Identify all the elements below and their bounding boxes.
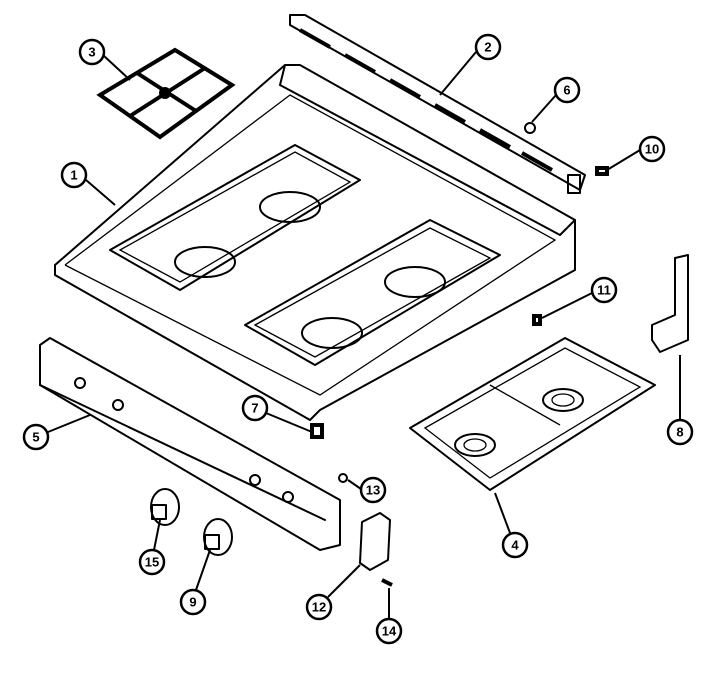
callout-text: 11 <box>597 283 611 298</box>
part-6-fastener <box>524 122 536 134</box>
callout-text: 4 <box>511 538 519 553</box>
callout-text: 6 <box>563 83 570 98</box>
part-7-valve <box>310 423 324 439</box>
callout-1: 1 <box>60 161 88 189</box>
part-manifold-panel <box>39 337 341 551</box>
callout-text: 9 <box>189 595 196 610</box>
callout-11: 11 <box>590 276 618 304</box>
callout-15: 15 <box>138 548 166 576</box>
callout-13: 13 <box>359 476 387 504</box>
part-knob-15 <box>150 488 180 526</box>
part-14-screw <box>381 578 393 587</box>
part-side-trim <box>651 254 689 353</box>
callout-text: 15 <box>145 555 159 570</box>
part-11-screw <box>532 314 542 326</box>
part-knob-9 <box>203 518 233 556</box>
callout-12: 12 <box>305 593 333 621</box>
callout-2: 2 <box>474 33 502 61</box>
callout-4: 4 <box>501 531 529 559</box>
callout-text: 8 <box>676 425 683 440</box>
callout-6: 6 <box>553 76 581 104</box>
callout-14: 14 <box>375 617 403 645</box>
callout-text: 13 <box>366 483 380 498</box>
callout-text: 5 <box>32 430 39 445</box>
callout-text: 3 <box>88 45 95 60</box>
leader-lines <box>47 51 681 619</box>
callout-3: 3 <box>78 38 106 66</box>
part-burner-grate <box>96 47 236 140</box>
part-burner-pan <box>409 337 656 491</box>
part-bracket <box>359 512 391 571</box>
callout-text: 14 <box>382 624 397 639</box>
callout-7: 7 <box>241 394 269 422</box>
part-13-fastener <box>338 473 348 483</box>
callout-text: 2 <box>484 40 491 55</box>
callout-10: 10 <box>638 135 666 163</box>
part-10-screw <box>595 166 609 176</box>
callout-8: 8 <box>666 418 694 446</box>
part-backguard <box>289 14 586 194</box>
callout-5: 5 <box>22 423 50 451</box>
callout-text: 12 <box>312 600 326 615</box>
callout-text: 1 <box>70 168 77 183</box>
part-main-top <box>54 64 576 421</box>
callout-text: 10 <box>645 142 659 157</box>
callout-text: 7 <box>251 401 258 416</box>
callout-9: 9 <box>179 588 207 616</box>
